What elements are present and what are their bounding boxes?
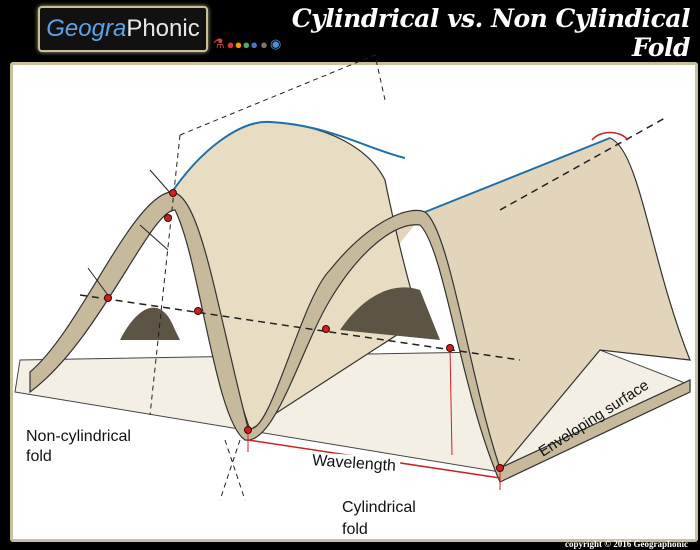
flask-icon: ⚗ [213,36,225,51]
axial-trace-line [79,294,521,361]
inner-shadow-left [120,307,180,340]
hinge-extension-line [499,117,666,211]
label-line: fold [26,448,52,465]
non-cylindrical-hinge-line [169,120,406,196]
people-icon: ●●●● [226,37,259,52]
cylindrical-hinge-line [424,137,611,213]
label-line: fold [342,521,368,538]
label-line: Non-cylindrical [26,428,131,445]
logo-text-2: Phonic [126,15,200,42]
rotation-arrow-icon [591,131,629,141]
globe-icon: ◉ [269,36,282,51]
cylindrical-label: Cylindrical fold [342,497,416,541]
page-title: Cylindrical vs. Non Cylindical Fold [291,4,691,62]
axial-plane-outline [179,54,386,136]
logo-text-1: Geogra [46,15,127,42]
header-icons: ⚗ ●●●● ● ◉ [213,36,281,52]
non-cylindrical-label: Non-cylindrical fold [26,427,131,467]
folded-layer-profile [29,191,691,483]
copyright-text: copyright © 2016 Geographonic [565,539,688,549]
marker-points [104,189,504,472]
inner-shadow-right [340,287,440,340]
label-line: Cylindrical [342,499,416,516]
brain-icon: ● [260,37,268,52]
